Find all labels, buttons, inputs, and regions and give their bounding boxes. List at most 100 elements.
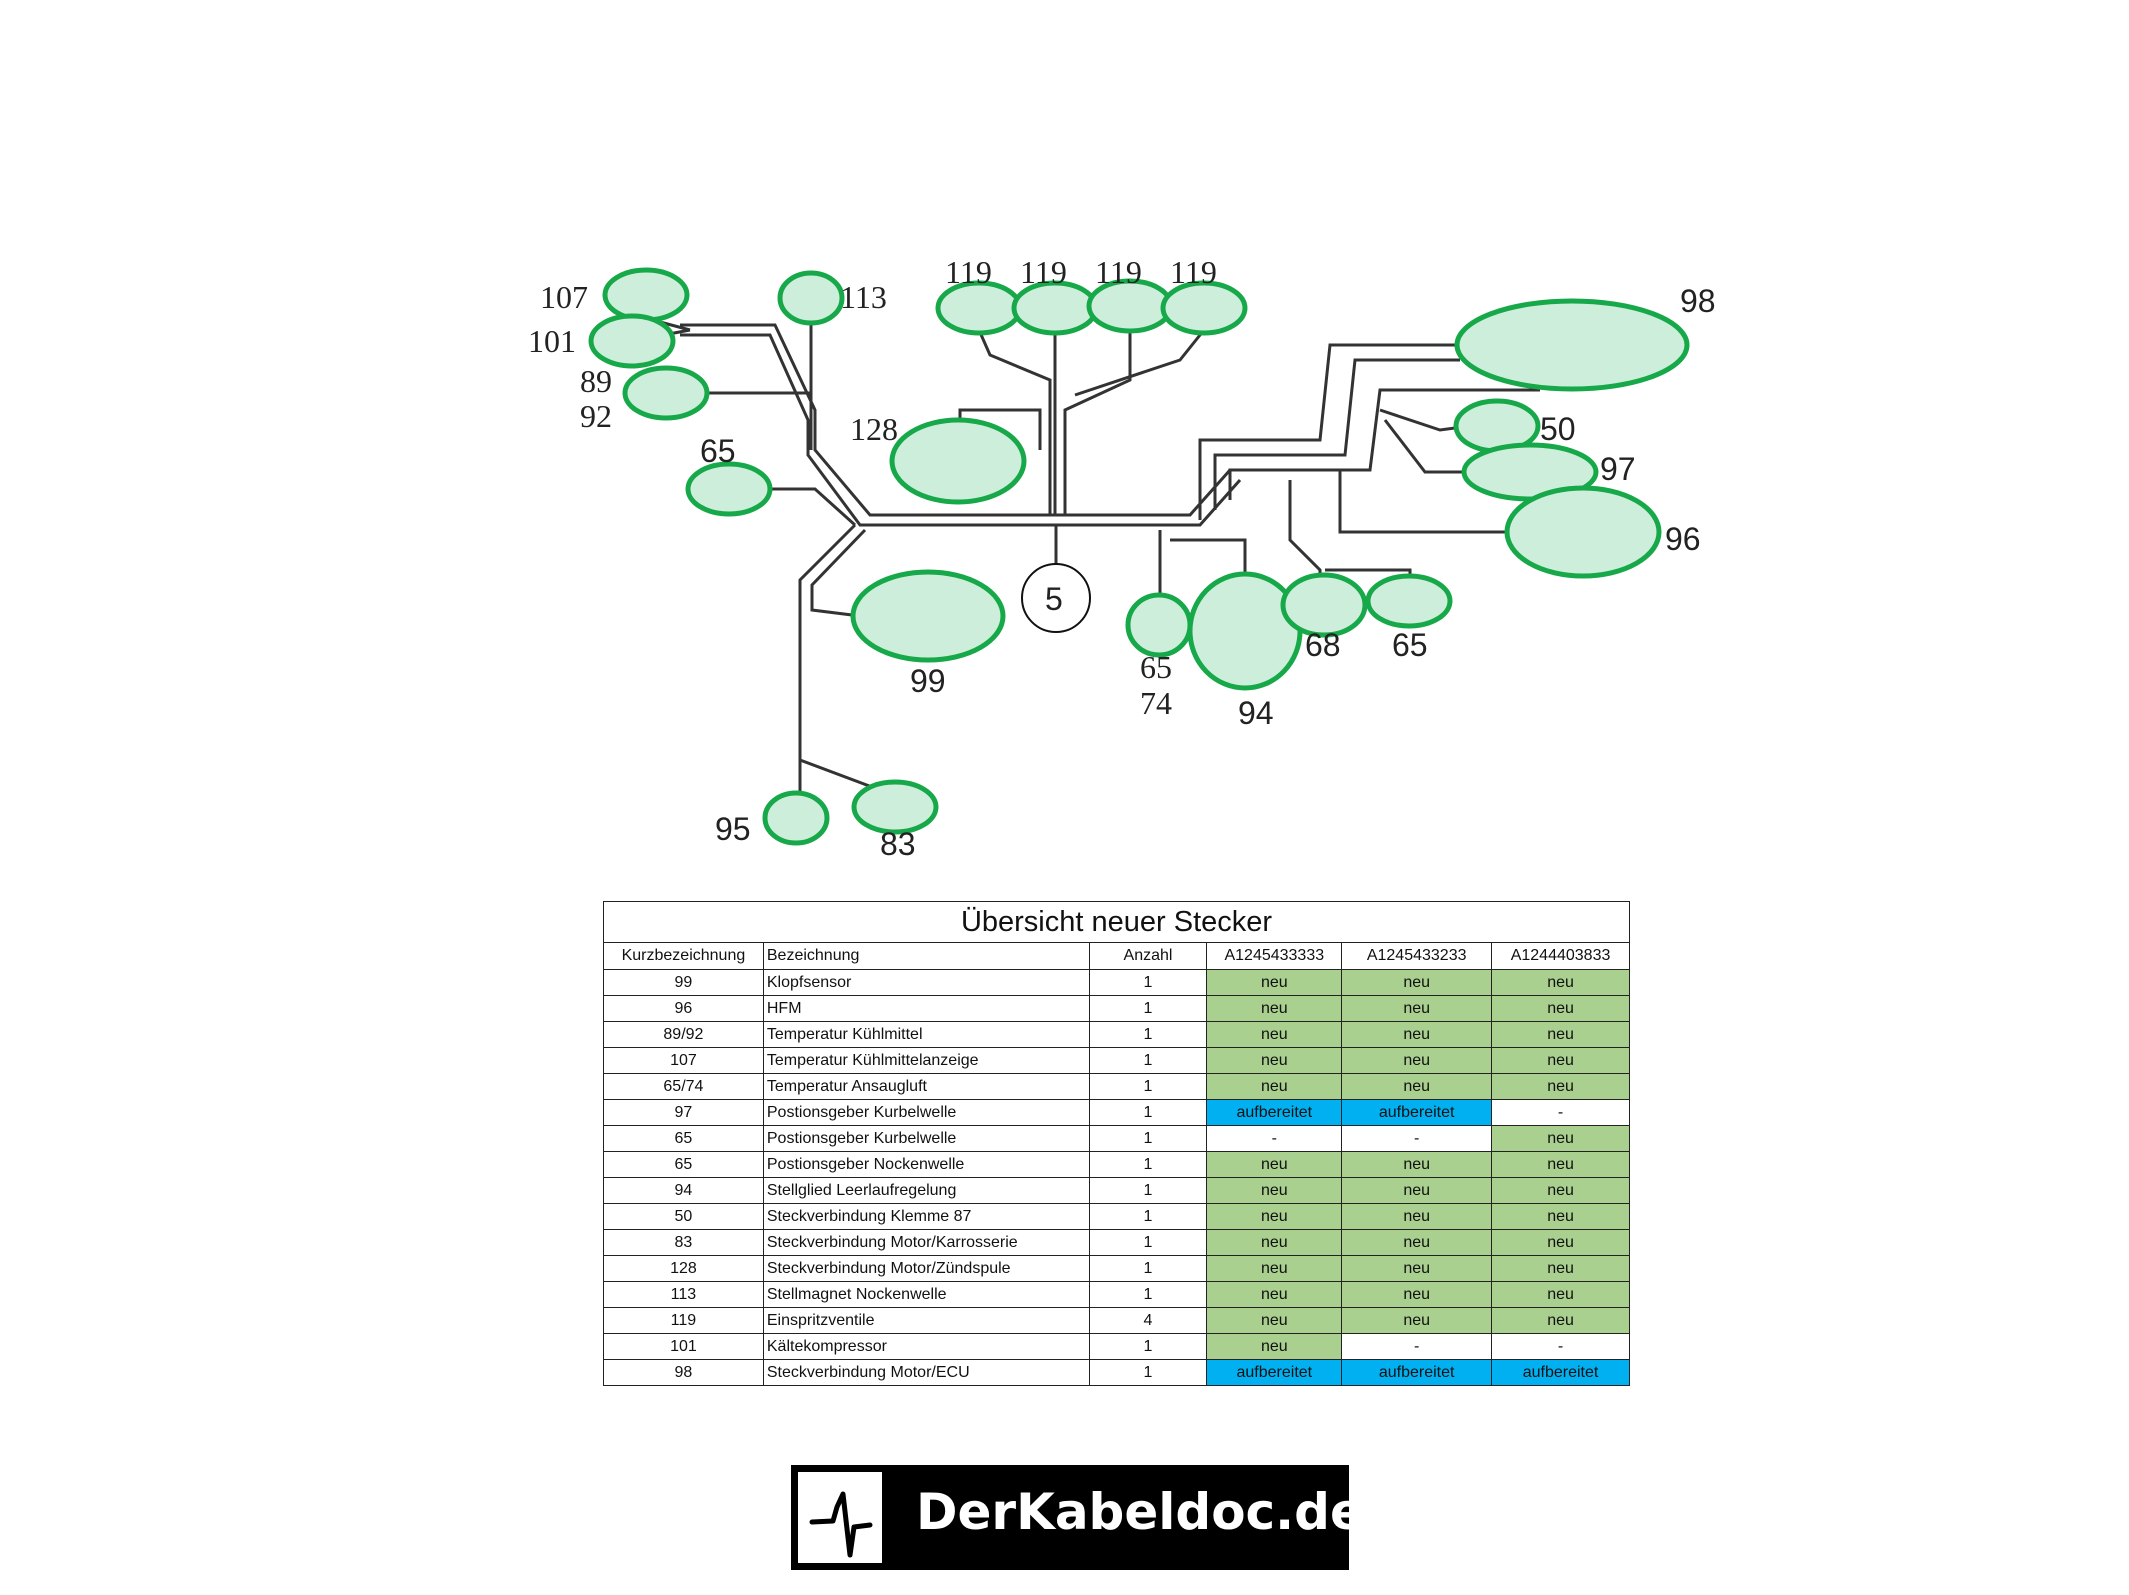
status-cell: neu — [1491, 1021, 1630, 1048]
status-cell: - — [1491, 1099, 1630, 1126]
short-code-cell: 94 — [603, 1177, 764, 1204]
column-header: Anzahl — [1088, 942, 1208, 970]
connector-highlight — [851, 779, 939, 835]
status-cell: neu — [1491, 995, 1630, 1022]
short-code-cell: 113 — [603, 1281, 764, 1308]
status-cell: neu — [1341, 1255, 1493, 1282]
connector-label: 94 — [1238, 695, 1274, 731]
column-header: Kurzbezeichnung — [603, 942, 764, 970]
description-cell: Postionsgeber Kurbelwelle — [762, 1125, 1090, 1152]
status-cell: neu — [1341, 1307, 1493, 1334]
quantity-cell: 1 — [1088, 1099, 1208, 1126]
status-cell: neu — [1206, 1255, 1343, 1282]
short-code-cell: 128 — [603, 1255, 764, 1282]
connector-highlight — [602, 267, 690, 323]
short-code-cell: 107 — [603, 1047, 764, 1074]
description-cell: Steckverbindung Klemme 87 — [762, 1203, 1090, 1230]
status-cell: neu — [1206, 1151, 1343, 1178]
heartbeat-icon — [798, 1472, 882, 1563]
status-cell: neu — [1491, 969, 1630, 996]
connector-highlight — [889, 417, 1027, 505]
status-cell: neu — [1206, 995, 1343, 1022]
connector-label: 5 — [1045, 581, 1063, 617]
connector-label: 119 — [1170, 254, 1217, 290]
connector-label: 83 — [880, 826, 916, 862]
connector-label: 65 — [1392, 627, 1428, 663]
status-cell: - — [1491, 1333, 1630, 1360]
derkabeldoc-logo: DerKabeldoc.de — [791, 1465, 1364, 1570]
quantity-cell: 1 — [1088, 1073, 1208, 1100]
description-cell: Steckverbindung Motor/ECU — [762, 1359, 1090, 1386]
connector-highlight — [762, 790, 830, 846]
short-code-cell: 99 — [603, 969, 764, 996]
quantity-cell: 1 — [1088, 1333, 1208, 1360]
connector-highlight — [622, 365, 710, 421]
short-code-cell: 65 — [603, 1151, 764, 1178]
connector-label: 119 — [1020, 254, 1067, 290]
status-cell: aufbereitet — [1206, 1099, 1343, 1126]
quantity-cell: 1 — [1088, 995, 1208, 1022]
description-cell: Postionsgeber Nockenwelle — [762, 1151, 1090, 1178]
description-cell: Steckverbindung Motor/Karrosserie — [762, 1229, 1090, 1256]
short-code-cell: 97 — [603, 1099, 764, 1126]
status-cell: neu — [1206, 1021, 1343, 1048]
status-cell: neu — [1491, 1177, 1630, 1204]
connector-highlight — [935, 280, 1023, 336]
connector-label: 65 — [1140, 649, 1172, 685]
connector-highlight — [1280, 572, 1368, 638]
description-cell: Stellmagnet Nockenwelle — [762, 1281, 1090, 1308]
reference-circle-5 — [1021, 563, 1091, 633]
status-cell: aufbereitet — [1491, 1359, 1630, 1386]
status-cell: neu — [1206, 1177, 1343, 1204]
description-cell: HFM — [762, 995, 1090, 1022]
status-cell: neu — [1341, 1177, 1493, 1204]
connector-label: 107 — [540, 279, 588, 315]
column-header: A1244403833 — [1491, 942, 1630, 970]
status-cell: neu — [1491, 1203, 1630, 1230]
status-cell: neu — [1206, 1229, 1343, 1256]
short-code-cell: 65/74 — [603, 1073, 764, 1100]
status-cell: neu — [1341, 1281, 1493, 1308]
description-cell: Temperatur Ansaugluft — [762, 1073, 1090, 1100]
connector-label: 119 — [1095, 254, 1142, 290]
connector-label: 97 — [1600, 451, 1636, 487]
status-cell: neu — [1206, 969, 1343, 996]
connector-label: 113 — [840, 279, 887, 315]
description-cell: Temperatur Kühlmittel — [762, 1021, 1090, 1048]
status-cell: neu — [1341, 1047, 1493, 1074]
connector-label: 50 — [1540, 411, 1576, 447]
connector-highlight — [685, 461, 773, 517]
description-cell: Steckverbindung Motor/Zündspule — [762, 1255, 1090, 1282]
logo-brand-text: DerKabeldoc.de — [916, 1483, 1364, 1541]
column-header: A1245433333 — [1206, 942, 1343, 970]
description-cell: Postionsgeber Kurbelwelle — [762, 1099, 1090, 1126]
status-cell: neu — [1341, 1073, 1493, 1100]
description-cell: Klopfsensor — [762, 969, 1090, 996]
status-cell: neu — [1491, 1125, 1630, 1152]
status-cell: neu — [1206, 1333, 1343, 1360]
connector-highlights — [588, 267, 1690, 846]
connector-label: 68 — [1305, 627, 1341, 663]
short-code-cell: 50 — [603, 1203, 764, 1230]
connector-highlight — [1160, 280, 1248, 336]
connector-label: 98 — [1680, 283, 1716, 319]
connector-label: 89 — [580, 363, 612, 399]
quantity-cell: 1 — [1088, 1177, 1208, 1204]
connector-highlight — [1454, 298, 1690, 392]
status-cell: aufbereitet — [1341, 1099, 1493, 1126]
column-header: Bezeichnung — [762, 942, 1090, 970]
quantity-cell: 1 — [1088, 969, 1208, 996]
short-code-cell: 96 — [603, 995, 764, 1022]
status-cell: - — [1341, 1333, 1493, 1360]
